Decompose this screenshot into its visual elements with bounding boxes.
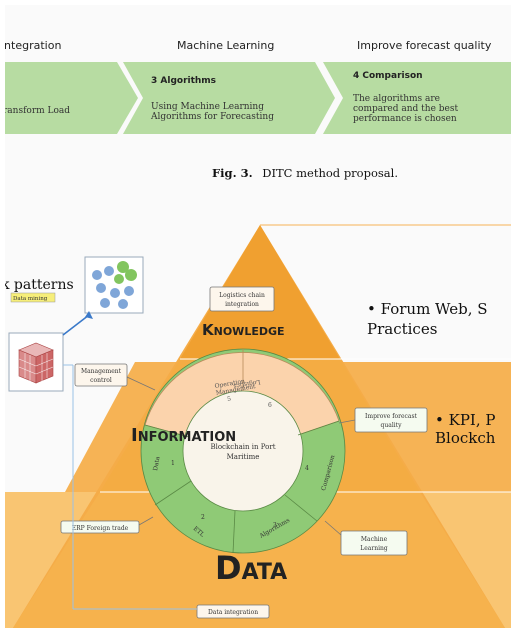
information-side-line-2: Blockch (435, 429, 496, 447)
svg-text:Management: Management (81, 368, 122, 375)
svg-text:Data integration: Data integration (208, 609, 258, 616)
process-header-3: Improve forecast quality (357, 39, 492, 52)
ring-center-line-2: Maritime (227, 453, 260, 461)
information-side-line-1: • KPI, P (435, 411, 495, 429)
process-arrow-comparison (323, 62, 511, 134)
ring-divider-1 (144, 424, 190, 438)
callout-data-integration: Data integration (196, 604, 270, 619)
process-step-4-line-1: The algorithms are (353, 94, 440, 104)
figure-caption: Fig. 3. DITC method proposal. (212, 166, 398, 180)
callout-ml: Machine Learning (324, 520, 408, 556)
ring-divider-5 (232, 510, 236, 554)
ring-label-1: 1 (171, 460, 175, 467)
data-cube (18, 342, 54, 384)
svg-text:integration: integration (225, 301, 259, 308)
process-arrow-etl (5, 62, 138, 134)
svg-text:Learning: Learning (360, 545, 388, 552)
left-patterns-panel: k patterns Data mining (5, 256, 197, 610)
figure-caption-label: Fig. 3. (212, 166, 253, 180)
ring-divider-4 (284, 494, 318, 522)
level-data: Data (215, 549, 287, 587)
ring-label-data: Data (152, 456, 161, 472)
svg-text:control: control (90, 377, 112, 384)
svg-text:Logistics chain: Logistics chain (219, 292, 265, 299)
data-mining-label: Data mining (13, 296, 48, 302)
svg-text:Improve forecast: Improve forecast (365, 413, 417, 420)
connector-arrowhead (85, 311, 93, 319)
ring-divider-6 (154, 480, 192, 506)
process-header-1: integration (5, 39, 61, 52)
svg-text:Machine: Machine (361, 536, 388, 543)
svg-text:quality: quality (381, 422, 403, 429)
patterns-label: k patterns (5, 277, 74, 293)
data-mining-tag (10, 292, 56, 303)
cycle-ring: Operation Management 5 Logistics 6 Data … (140, 348, 346, 554)
ring-label-logistics: Logistics (233, 378, 261, 390)
level-information: Information (131, 425, 236, 446)
callout-logistics: Logistics chain integration (209, 286, 275, 312)
svg-text:ERP Foreign trade: ERP Foreign trade (72, 525, 129, 532)
process-step-4-line-3: performance is chosen (353, 114, 457, 124)
process-header-2: Machine Learning (177, 39, 274, 52)
process-step-4-line-2: compared and the best (353, 104, 458, 114)
process-step-3-title: 3 Algorithms (151, 76, 216, 86)
paper-page: integration Machine Learning Improve for… (5, 5, 511, 628)
process-step-1-text: ransform Load (5, 106, 70, 116)
cluster-nodes (92, 261, 137, 309)
callout-improve: Improve forecast quality (338, 407, 428, 433)
process-step-3-line-1: Using Machine Learning (151, 102, 264, 112)
process-step-4-title: 4 Comparison (353, 71, 423, 81)
ring-label-2: 2 (201, 514, 205, 521)
ring-label-3: 3 (273, 522, 277, 529)
ring-label-6: 6 (268, 402, 272, 409)
pyramid: Operation Management 5 Logistics 6 Data … (5, 224, 511, 628)
callout-erp: ERP Foreign trade (60, 516, 154, 534)
connector-line-1 (62, 314, 90, 336)
level-knowledge: Knowledge (202, 321, 285, 339)
callout-management: Management control (74, 363, 156, 391)
cluster-image (84, 256, 144, 314)
knowledge-side-line-1: • Forum Web, S (367, 300, 488, 318)
knowledge-side-line-2: Practices (367, 320, 437, 338)
process-arrow-algorithms (123, 62, 335, 134)
figure-caption-text: DITC method proposal. (262, 166, 398, 180)
ring-inner (182, 390, 304, 512)
ring-label-4: 4 (305, 465, 309, 472)
process-flow: integration Machine Learning Improve for… (5, 39, 511, 134)
ring-center-line-1: Blockchain in Port (210, 443, 275, 451)
process-step-3-line-2: Algorithms for Forecasting (150, 112, 274, 122)
ring-divider-3 (297, 420, 340, 436)
figure-canvas: integration Machine Learning Improve for… (5, 39, 511, 628)
